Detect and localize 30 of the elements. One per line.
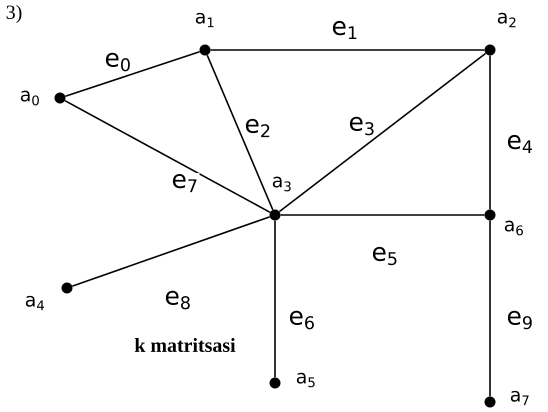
- vertex-label: a$_{1}$: [196, 12, 214, 28]
- edge-line: [274, 220, 276, 378]
- vertex-label: a$_{5}$: [296, 372, 315, 388]
- vertex-label: a$_{6}$: [504, 220, 523, 236]
- edge-line: [65, 51, 200, 97]
- edge-line: [64, 100, 270, 213]
- vertex-label: a$_{3}$: [272, 176, 291, 192]
- caption-text: k matritsasi: [134, 338, 236, 352]
- vertex-label: a$_{2}$: [498, 12, 516, 28]
- edge-line: [72, 216, 270, 287]
- edge-label: e$_{6}$: [288, 310, 316, 330]
- edge-line: [206, 54, 274, 210]
- edge-label: e$_{1}$: [330, 20, 360, 40]
- vertex-label: a$_{7}$: [510, 390, 529, 406]
- edge-label: e$_{9}$: [506, 310, 534, 330]
- edge-label: e$_{7}$: [170, 172, 200, 194]
- vertex-label: a$_{4}$: [26, 296, 44, 310]
- edge-label: e$_{5}$: [370, 246, 400, 266]
- edge-label: e$_{3}$: [348, 116, 376, 136]
- vertex-label: a$_{0}$: [20, 90, 39, 106]
- edge-line: [280, 214, 484, 216]
- edge-line: [279, 52, 486, 212]
- edge-line: [210, 49, 484, 51]
- edge-label: e$_{4}$: [506, 134, 534, 154]
- edge-line: [489, 56, 491, 210]
- edge-label: e$_{0}$: [104, 52, 132, 72]
- caption-text: 3): [6, 4, 22, 24]
- edge-label: e$_{2}$: [244, 118, 272, 138]
- edge-line: [489, 220, 491, 396]
- edge-label: e$_{8}$: [164, 290, 192, 310]
